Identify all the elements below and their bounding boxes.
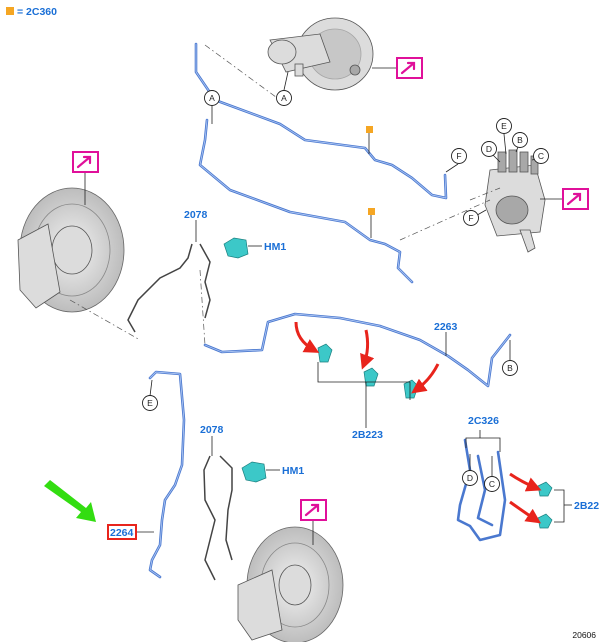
label-2c326[interactable]: 2C326 [468,415,499,427]
label-2263[interactable]: 2263 [434,321,458,333]
centerlines [69,44,501,346]
label-2078-bottom[interactable]: 2078 [200,424,224,436]
svg-text:D: D [467,473,473,483]
link-icons [72,57,589,521]
clip-2b22-2 [537,513,553,529]
legend-text: = 2C360 [17,6,57,18]
clip-2b22-1 [537,481,553,497]
label-hm1-bottom[interactable]: HM1 [282,465,304,477]
callout-f-lower: F [463,210,479,226]
callouts: A A F F E D B C [142,90,549,492]
abs-module [484,149,563,253]
callout-b-valve: B [512,132,528,148]
legend: = 2C360 [6,6,57,18]
label-2b223[interactable]: 2B223 [352,429,383,441]
callout-e-left: E [142,395,158,411]
arrow-link-icon[interactable] [300,499,327,521]
svg-text:A: A [209,93,215,103]
callout-d-valve: D [481,141,497,157]
orange-markers [366,126,375,238]
callout-c-valve: C [533,148,549,164]
arrow-link-icon[interactable] [562,188,589,210]
callout-f-upper: F [451,148,467,164]
svg-text:E: E [147,398,153,408]
svg-text:E: E [501,121,507,131]
brake-booster [267,17,397,91]
arrow-link-icon[interactable] [396,57,423,79]
legend-swatch [6,7,14,15]
orange-marker-2 [368,208,375,215]
callout-e-valve: E [496,118,512,134]
front-right-disc [237,520,344,642]
svg-text:F: F [468,213,473,223]
svg-text:B: B [517,135,523,145]
clip-hm1-top [223,237,249,259]
label-2078-top[interactable]: 2078 [184,209,208,221]
abs-sensor-cables [127,243,233,581]
svg-text:D: D [486,144,492,154]
label-2b22[interactable]: 2B22 [574,500,599,512]
clip-2b223-1 [317,343,333,363]
part-labels: 2078 HM1 2263 2B223 2078 HM1 2C326 2B22 … [107,209,599,540]
label-2264-highlight [107,524,137,540]
clip-hm1-bottom [241,461,267,483]
red-arrows [294,321,542,524]
svg-text:B: B [507,363,513,373]
svg-text:C: C [489,479,495,489]
callout-c-bottom: C [484,476,500,492]
label-2264[interactable]: 2264 [110,527,134,539]
front-left-disc [17,170,125,313]
clips [223,237,553,529]
callout-a-upper: A [204,90,220,106]
green-arrow [44,480,96,522]
label-leaders [136,71,572,533]
svg-text:A: A [281,93,287,103]
callout-d-bottom: D [462,470,478,486]
figure-number: 20606 [572,630,596,640]
label-hm1-top[interactable]: HM1 [264,241,286,253]
svg-text:C: C [538,151,544,161]
callout-a-booster: A [276,90,292,106]
arrow-link-icon[interactable] [72,151,99,173]
callout-b-right: B [502,360,518,376]
orange-marker-1 [366,126,373,133]
svg-text:F: F [456,151,461,161]
brake-pipes [148,42,512,579]
